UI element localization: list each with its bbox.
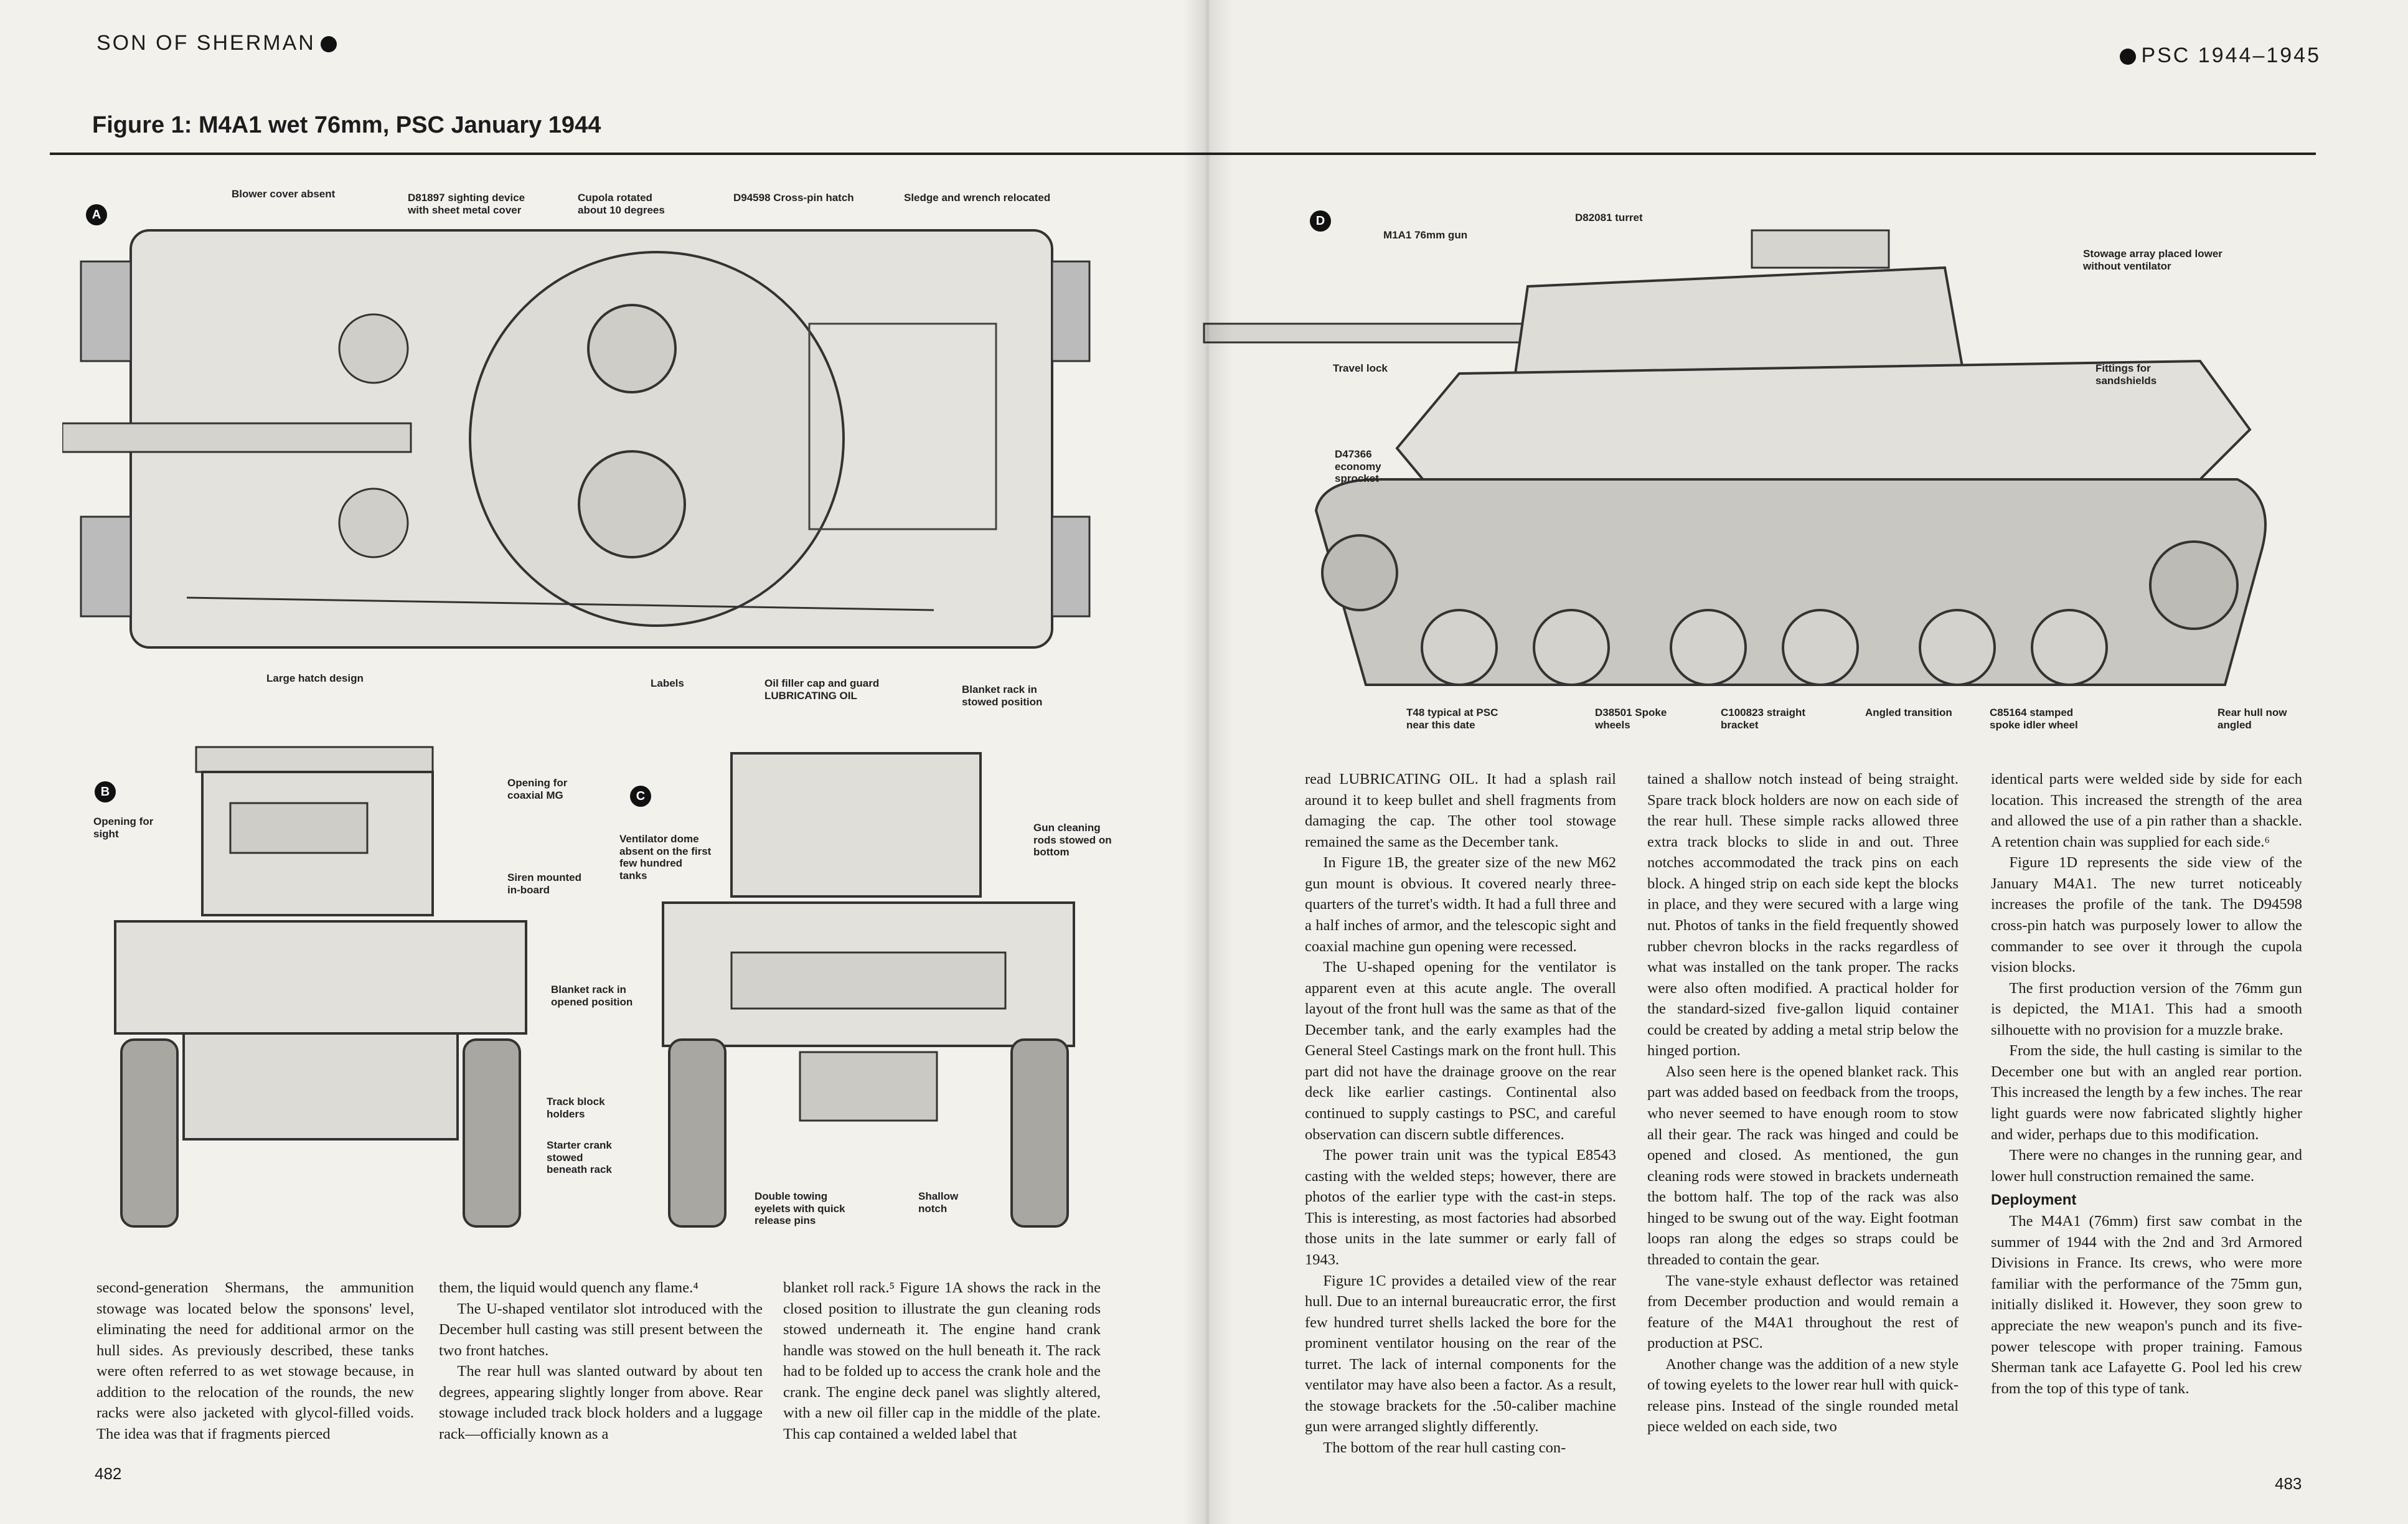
- callout-spoke-wheels: D38501 Spoke wheels: [1595, 707, 1667, 731]
- callout-sledge-wrench: Sledge and wrench relocated: [904, 192, 1051, 204]
- callout-towing-eyelets: Double towing eyelets with quick release…: [755, 1190, 845, 1227]
- paragraph: The vane-style exhaust deflector was ret…: [1647, 1272, 1959, 1352]
- callout-opening-sight: Opening for sight: [93, 816, 154, 840]
- paragraph: Also seen here is the opened blanket rac…: [1647, 1063, 1959, 1268]
- page-number-left: 482: [95, 1464, 122, 1483]
- paragraph: tained a shallow notch instead of being …: [1647, 771, 1959, 1060]
- paragraph: The U-shaped opening for the ventilator …: [1305, 959, 1616, 1143]
- paragraph: The rear hull was slanted outward by abo…: [439, 1363, 763, 1442]
- callout-large-hatch: Large hatch design: [266, 672, 364, 684]
- left-column-3: blanket roll rack.⁵ Figure 1A shows the …: [783, 1277, 1101, 1445]
- callout-blanket-stowed: Blanket rack in stowed position: [962, 684, 1043, 708]
- bullet-icon: [2120, 49, 2137, 65]
- paragraph: second-generation Shermans, the ammuniti…: [96, 1279, 414, 1442]
- plate-badge-a: A: [86, 204, 107, 225]
- page-number-right: 483: [2275, 1474, 2302, 1493]
- callout-track-block: Track block holders: [547, 1096, 605, 1120]
- right-column-3: identical parts were welded side by side…: [1991, 769, 2302, 1399]
- paragraph: There were no changes in the running gea…: [1991, 1147, 2302, 1185]
- paragraph: The first production version of the 76mm…: [1991, 979, 2302, 1038]
- top-view-drawing: [62, 229, 1091, 649]
- callout-siren: Siren mounted in-board: [507, 872, 582, 896]
- callout-angled-transition: Angled transition: [1865, 707, 1952, 718]
- side-view-drawing: [1203, 229, 2267, 686]
- running-header-left: SON OF SHERMAN: [96, 31, 342, 55]
- left-column-2: them, the liquid would quench any flame.…: [439, 1277, 763, 1445]
- paragraph: From the side, the hull casting is simil…: [1991, 1042, 2302, 1143]
- paragraph: The M4A1 (76mm) first saw combat in the …: [1991, 1213, 2302, 1397]
- paragraph: them, the liquid would quench any flame.…: [439, 1279, 698, 1296]
- bullet-icon: [320, 36, 337, 53]
- figure-title: Figure 1: M4A1 wet 76mm, PSC January 194…: [92, 112, 601, 138]
- plate-badge-d: D: [1310, 210, 1331, 232]
- running-header-left-text: SON OF SHERMAN: [96, 31, 316, 55]
- front-view-drawing: [114, 746, 527, 1228]
- paragraph: The U-shaped ventilator slot introduced …: [439, 1300, 763, 1359]
- right-column-2: tained a shallow notch instead of being …: [1647, 769, 1959, 1437]
- callout-m1a1-gun: M1A1 76mm gun: [1383, 229, 1468, 241]
- left-page: SON OF SHERMAN Figure 1: M4A1 wet 76mm, …: [0, 0, 1204, 1524]
- callout-economy-sprocket: D47366 economy sprocket: [1335, 448, 1381, 485]
- callout-cupola: Cupola rotated about 10 degrees: [578, 192, 665, 216]
- paragraph: Another change was the addition of a new…: [1647, 1355, 1959, 1436]
- paragraph: read LUBRICATING OIL. It had a splash ra…: [1305, 771, 1616, 850]
- callout-sighting-device: D81897 sighting device with sheet metal …: [408, 192, 525, 216]
- section-heading-deployment: Deployment: [1991, 1192, 2077, 1209]
- running-header-right-text: PSC 1944–1945: [2141, 44, 2321, 67]
- callout-cross-pin-hatch: D94598 Cross-pin hatch: [733, 192, 854, 204]
- paragraph: identical parts were welded side by side…: [1991, 771, 2302, 850]
- paragraph: blanket roll rack.⁵ Figure 1A shows the …: [783, 1279, 1101, 1442]
- header-rule: [50, 153, 2316, 155]
- callout-travel-lock: Travel lock: [1333, 362, 1388, 374]
- callout-blanket-opened: Blanket rack in opened position: [551, 984, 633, 1008]
- book-gutter-shadow: [1183, 0, 1233, 1524]
- callout-sandshield-fittings: Fittings for sandshields: [2095, 362, 2157, 387]
- right-column-1: read LUBRICATING OIL. It had a splash ra…: [1305, 769, 1616, 1459]
- plate-badge-b: B: [95, 781, 116, 802]
- callout-gun-rods: Gun cleaning rods stowed on bottom: [1033, 822, 1112, 858]
- callout-labels: Labels: [651, 677, 684, 689]
- rear-view-drawing: [662, 752, 1075, 1228]
- callout-rear-hull: Rear hull now angled: [2218, 707, 2287, 731]
- callout-oil-filler: Oil filler cap and guard LUBRICATING OIL: [764, 677, 880, 702]
- callout-ventilator: Ventilator dome absent on the first few …: [619, 833, 712, 882]
- paragraph: In Figure 1B, the greater size of the ne…: [1305, 854, 1616, 955]
- callout-opening-coaxial: Opening for coaxial MG: [507, 777, 568, 801]
- running-header-right: PSC 1944–1945: [2115, 44, 2321, 68]
- callout-straight-bracket: C100823 straight bracket: [1721, 707, 1806, 731]
- paragraph: The power train unit was the typical E85…: [1305, 1147, 1616, 1268]
- callout-shallow-notch: Shallow notch: [918, 1190, 959, 1215]
- callout-t48-track: T48 typical at PSC near this date: [1406, 707, 1498, 731]
- callout-blower-cover: Blower cover absent: [232, 188, 336, 200]
- callout-starter-crank: Starter crank stowed beneath rack: [547, 1139, 612, 1176]
- paragraph: Figure 1D represents the side view of th…: [1991, 854, 2302, 976]
- paragraph: The bottom of the rear hull casting con-: [1323, 1439, 1566, 1456]
- right-page: PSC 1944–1945 D M1A1 76mm gun D82081 tur…: [1203, 0, 2408, 1524]
- callout-turret: D82081 turret: [1575, 212, 1643, 223]
- callout-idler-wheel: C85164 stamped spoke idler wheel: [1990, 707, 2078, 731]
- paragraph: Figure 1C provides a detailed view of th…: [1305, 1272, 1616, 1436]
- left-column-1: second-generation Shermans, the ammuniti…: [96, 1277, 414, 1445]
- callout-stowage-array: Stowage array placed lower without venti…: [2083, 248, 2222, 272]
- plate-badge-c: C: [630, 786, 651, 807]
